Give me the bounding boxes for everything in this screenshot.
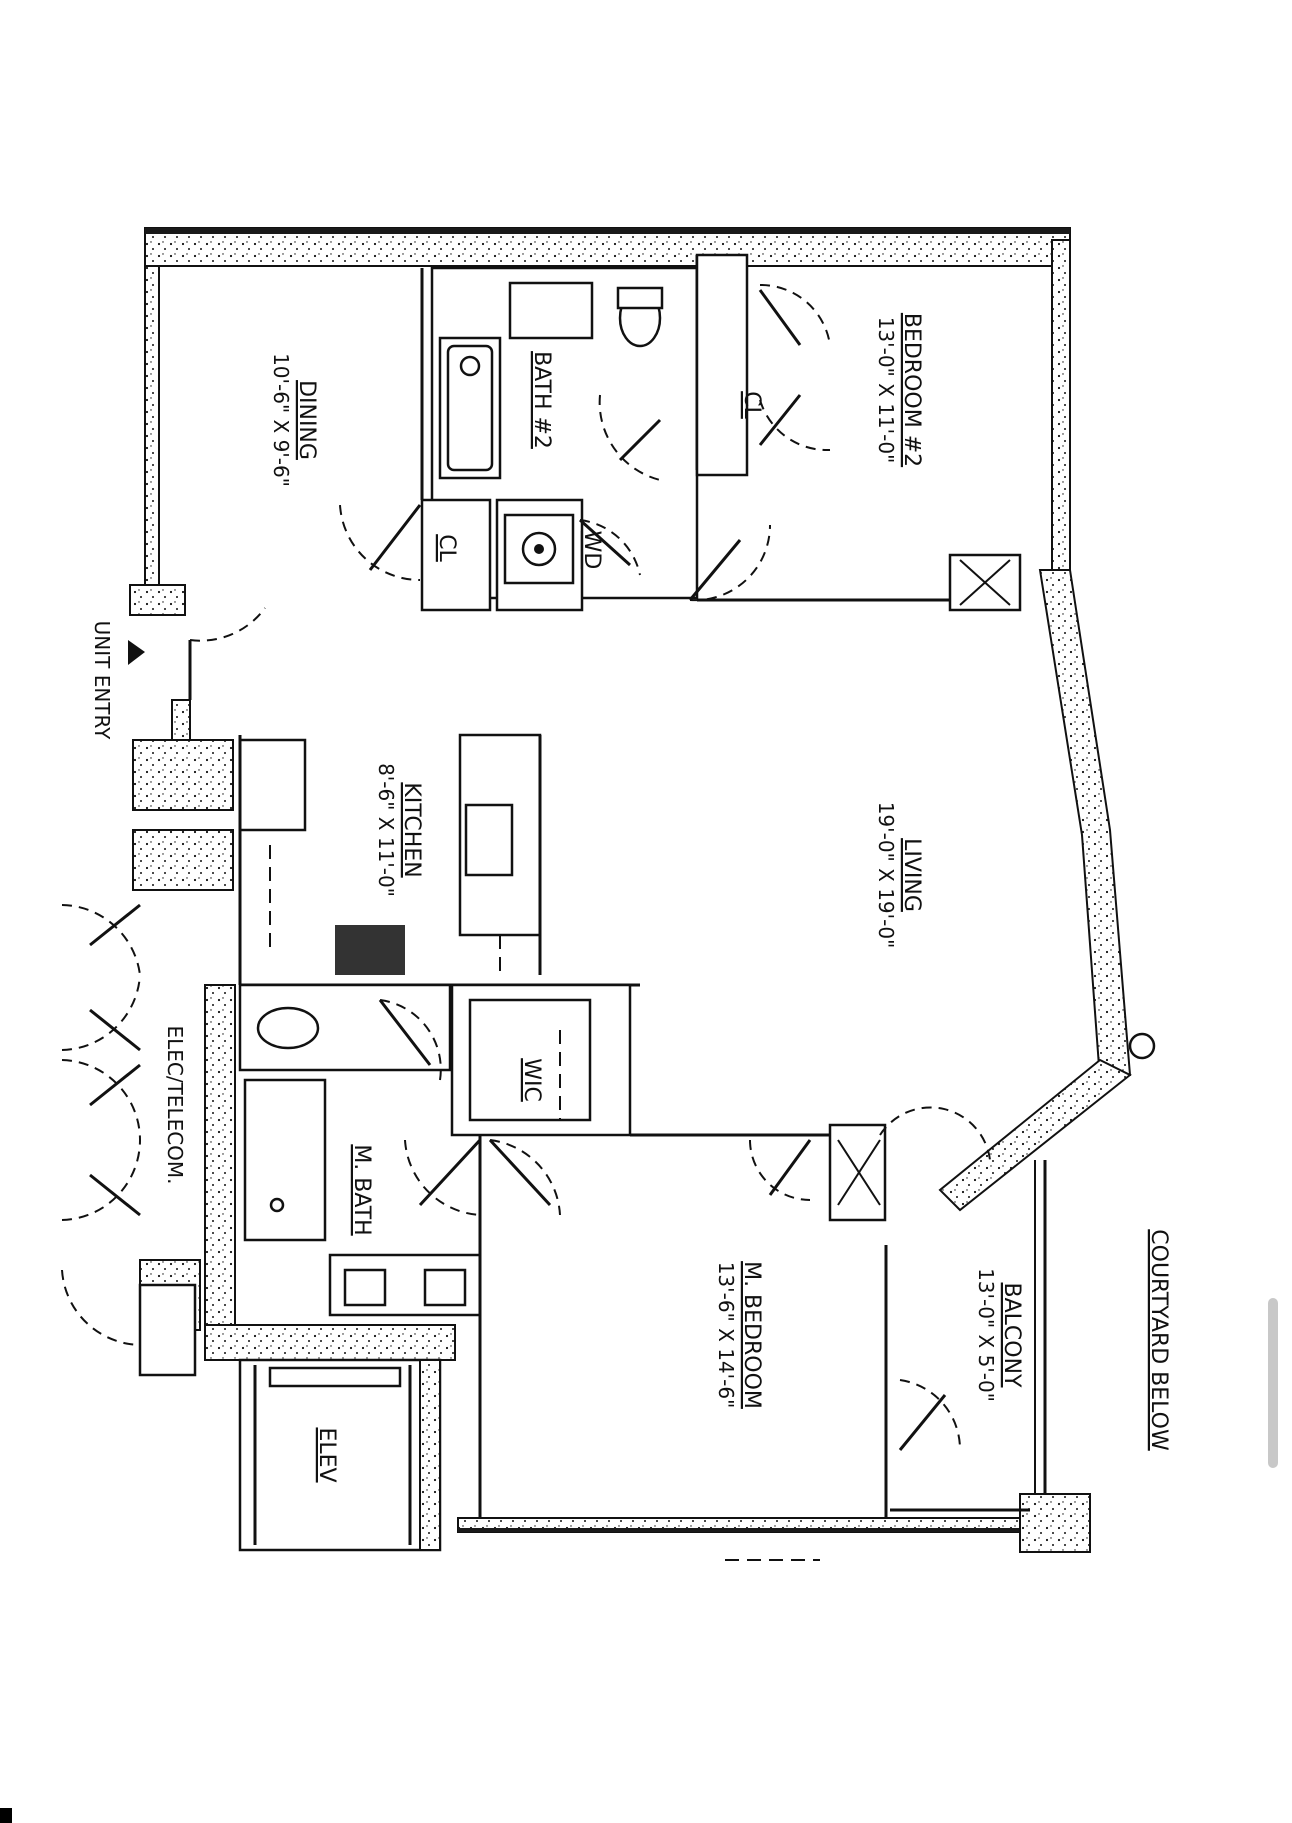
label-dining: DINING (294, 380, 319, 460)
vertical-scrollbar[interactable] (1268, 1298, 1278, 1468)
label-courtyard-below: COURTYARD BELOW (1146, 1229, 1171, 1451)
room-labels: BEDROOM #2 13'-0" X 11'-0" DINING 10'-6"… (90, 313, 1171, 1483)
dims-mbedroom: 13'-6" X 14'-6" (714, 1262, 738, 1409)
dims-bedroom2: 13'-0" X 11'-0" (874, 317, 898, 464)
corner-mark (0, 1808, 12, 1823)
door-swings (61, 283, 1156, 1561)
label-living: LIVING (899, 838, 924, 912)
interior-walls (138, 253, 1047, 1552)
dims-balcony: 13'-0" X 5'-0" (974, 1268, 998, 1402)
label-unit-entry: UNIT ENTRY (90, 621, 114, 741)
exterior-walls (129, 227, 1132, 1553)
label-wd: WD (579, 531, 604, 570)
label-wic: WIC (519, 1058, 544, 1102)
label-elec-telecom: ELEC/TELECOM. (163, 1025, 187, 1184)
dims-living: 19'-0" X 19'-0" (874, 802, 898, 949)
label-mbath: M. BATH (349, 1144, 374, 1235)
label-closet-bedroom2: CL (739, 391, 764, 419)
label-mbedroom: M. BEDROOM (739, 1261, 764, 1409)
dims-kitchen: 8'-6" X 11'-0" (374, 763, 398, 897)
label-bath2: BATH #2 (529, 351, 554, 449)
label-closet-dining: CL (434, 534, 459, 562)
label-elev: ELEV (314, 1427, 339, 1482)
label-kitchen: KITCHEN (399, 782, 424, 877)
label-bedroom2: BEDROOM #2 (899, 313, 924, 467)
dims-dining: 10'-6" X 9'-6" (269, 353, 293, 487)
label-balcony: BALCONY (999, 1283, 1024, 1389)
